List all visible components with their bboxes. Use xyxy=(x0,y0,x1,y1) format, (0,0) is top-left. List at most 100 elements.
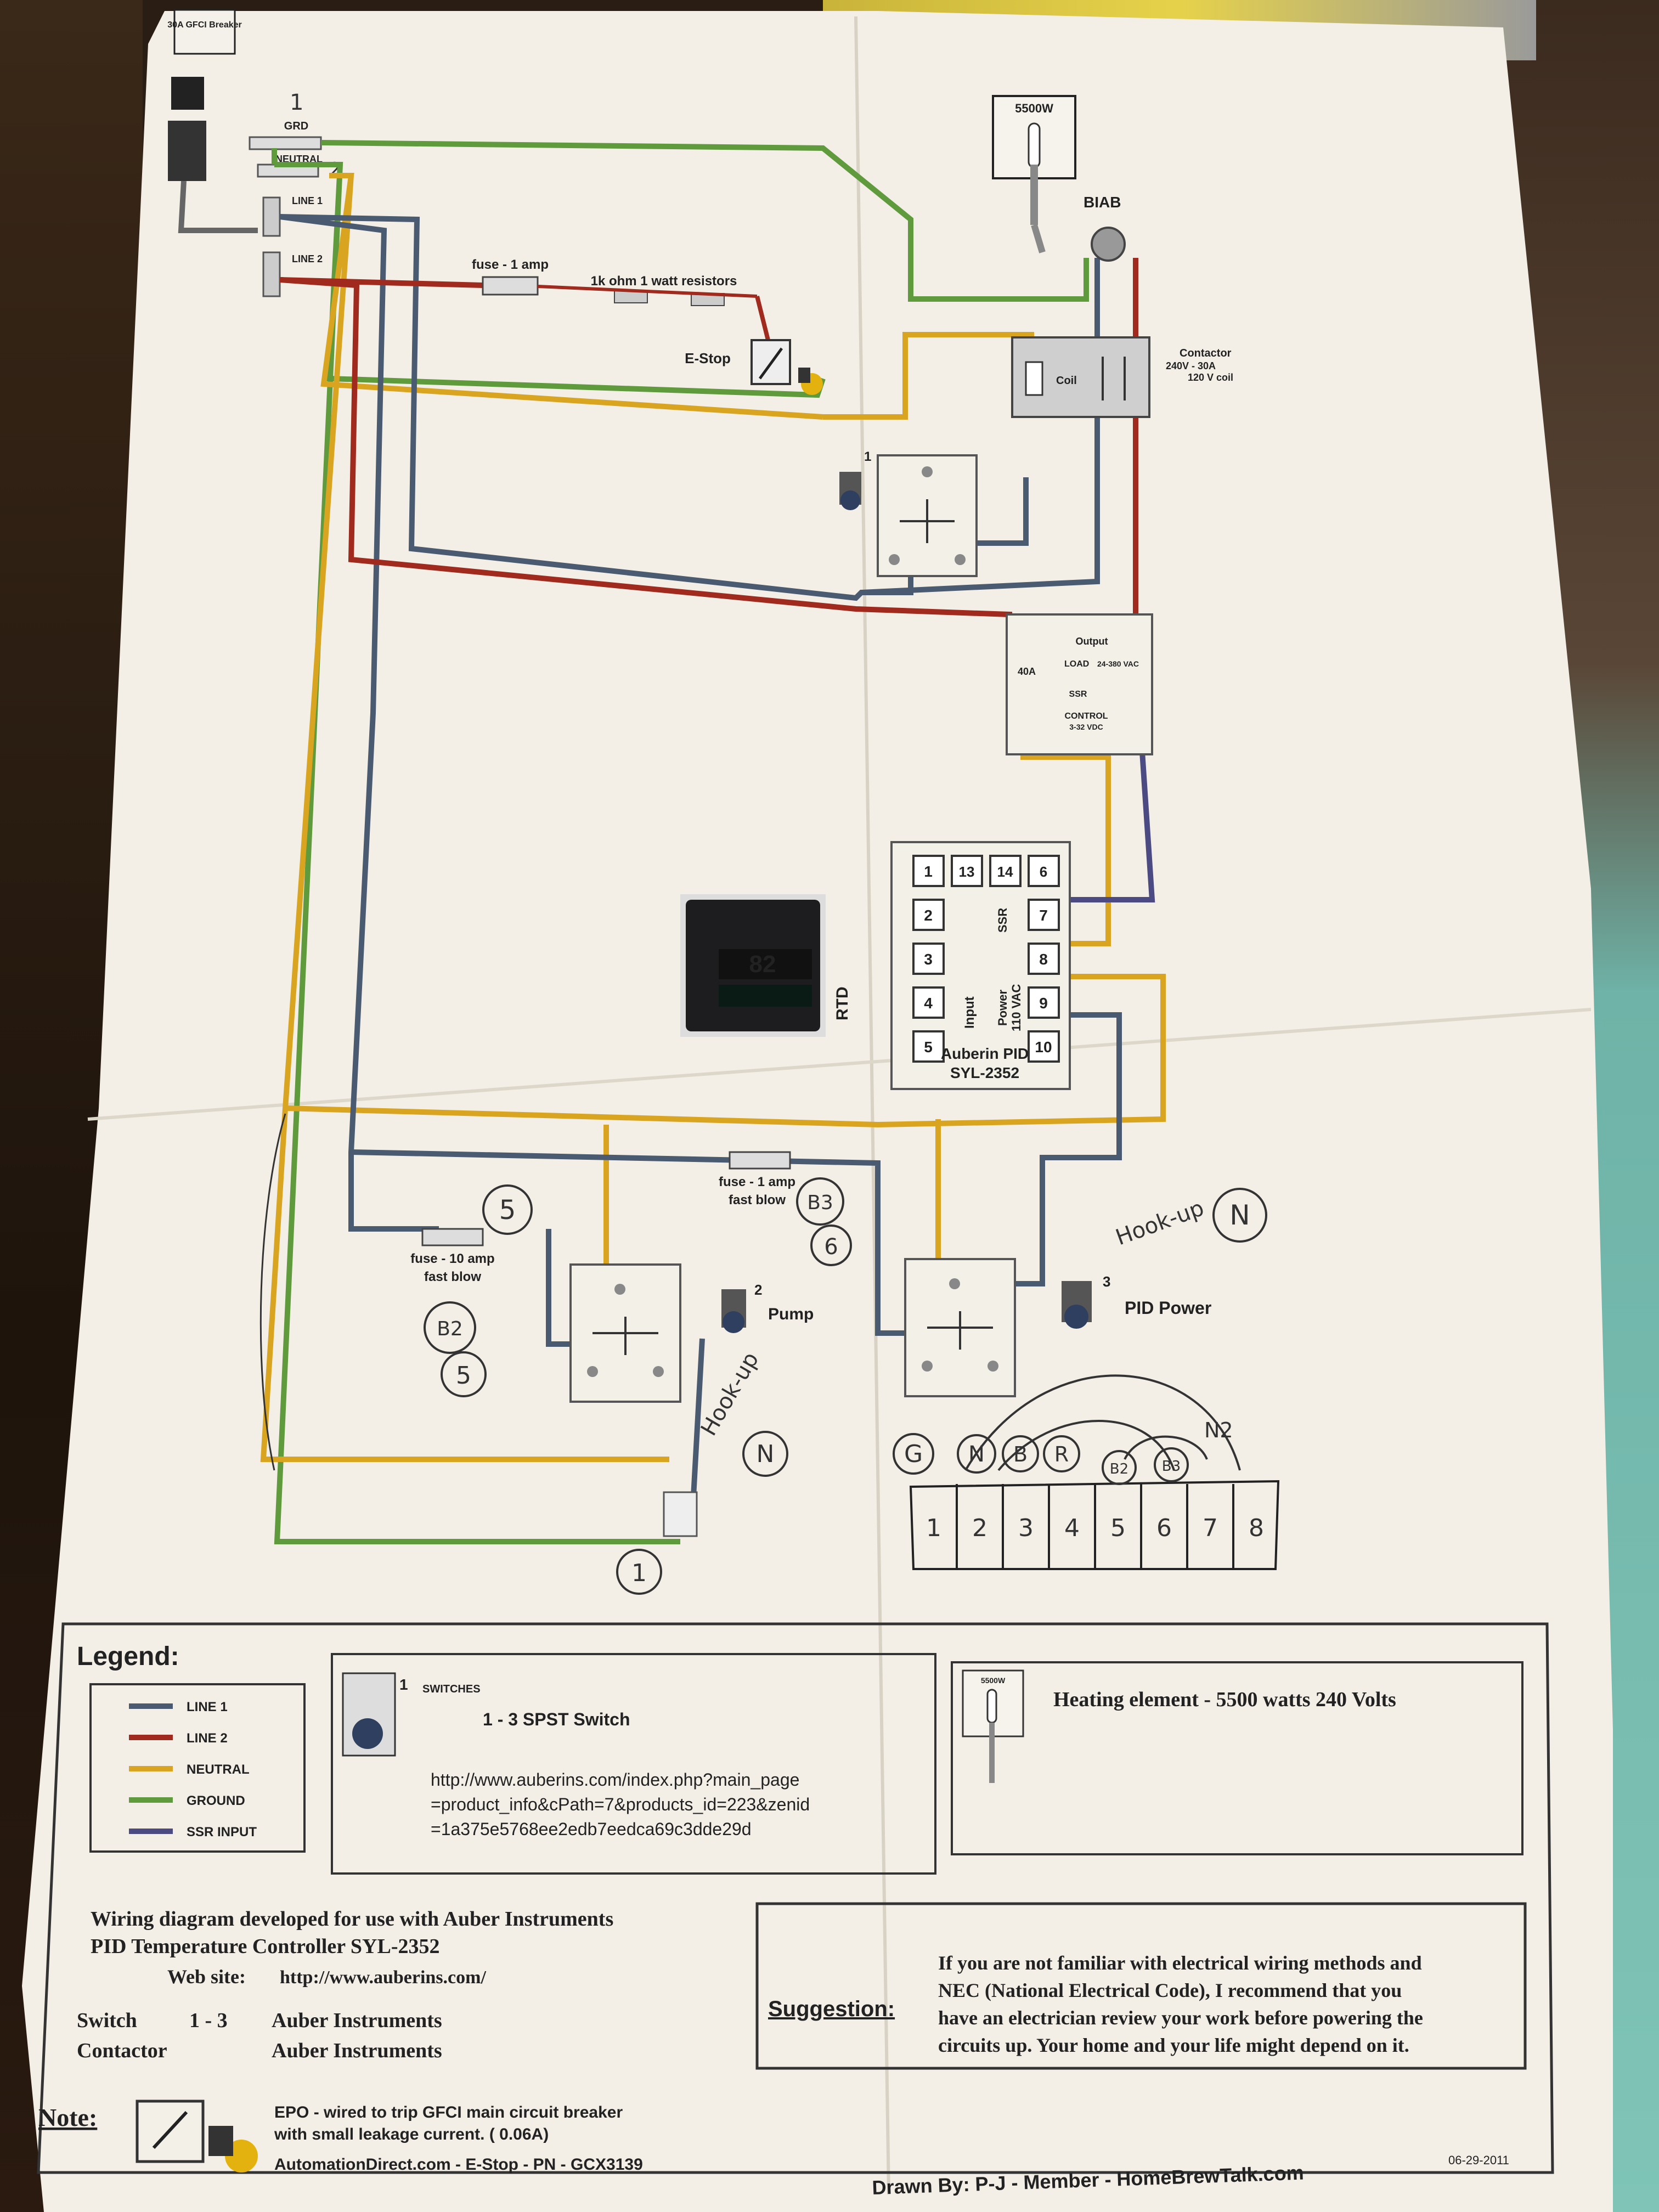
note-block: Note: EPO - wired to trip GFCI main circ… xyxy=(38,2100,643,2174)
svg-text:5500W: 5500W xyxy=(981,1676,1006,1685)
pid-photo: 82 xyxy=(680,894,826,1037)
svg-text:SSR: SSR xyxy=(1069,690,1087,699)
wire-neutral-switches xyxy=(603,1119,941,1284)
estop-label: E-Stop xyxy=(685,350,731,366)
svg-text:B3: B3 xyxy=(807,1192,833,1214)
fuse-1amp-mid: fuse - 1 amp fast blow xyxy=(719,1151,795,1207)
pid-terminal-label: 14 xyxy=(997,864,1013,880)
svg-text:SSR: SSR xyxy=(996,908,1009,933)
wire-neutral-ssr xyxy=(1020,754,1111,946)
svg-text:R: R xyxy=(1054,1442,1069,1466)
svg-text:LOAD: LOAD xyxy=(1064,659,1089,669)
contactor: Coil Contactor 240V - 30A 120 V coil xyxy=(1011,336,1233,418)
svg-text:If you are not familiar with e: If you are not familiar with electrical … xyxy=(938,1952,1422,1974)
line1-label: LINE 1 xyxy=(292,195,323,206)
drawn-date: 06-29-2011 xyxy=(1448,2153,1509,2167)
wire-neutral-main xyxy=(260,173,823,1462)
contactor-label: Contactor xyxy=(1180,347,1232,359)
footer: Drawn By: P-J - Member - HomeBrewTalk.co… xyxy=(872,2153,1509,2199)
legend-item-label: GROUND xyxy=(187,1793,245,1808)
svg-text:Suggestion:: Suggestion: xyxy=(768,1997,895,2021)
pid-terminal-3 xyxy=(912,943,945,975)
element-plug-icon xyxy=(1091,227,1126,262)
pid-terminal-4 xyxy=(912,986,945,1019)
terminal-block-cell: 7 xyxy=(1203,1514,1218,1542)
heating-element-icon xyxy=(1028,122,1041,168)
svg-text:Input: Input xyxy=(962,996,977,1029)
fold-line-vertical xyxy=(854,16,890,2195)
svg-text:fast blow: fast blow xyxy=(424,1269,481,1284)
pid-terminal-label: 7 xyxy=(1039,907,1048,924)
note-estop-icon xyxy=(152,2111,188,2149)
pid-terminal-label: 6 xyxy=(1040,864,1047,880)
legend-switch-icon xyxy=(352,1718,383,1749)
terminal-block-cell: 4 xyxy=(1064,1514,1080,1542)
fuse-top: fuse - 1 amp xyxy=(472,257,549,296)
pid-model: SYL-2352 xyxy=(950,1064,1019,1081)
pump-label: Pump xyxy=(768,1305,814,1323)
svg-text:B2: B2 xyxy=(437,1318,463,1340)
svg-text:G: G xyxy=(904,1440,923,1468)
pid-terminal-5 xyxy=(912,1030,945,1063)
switch-3-pid-power: 3 PID Power xyxy=(904,1258,1211,1397)
pid-display: 82 xyxy=(749,951,776,978)
svg-text:1: 1 xyxy=(399,1676,408,1693)
pid-terminal-13 xyxy=(951,855,983,887)
drawn-by: Drawn By: P-J - Member - HomeBrewTalk.co… xyxy=(872,2162,1304,2199)
svg-text:6: 6 xyxy=(824,1234,838,1260)
svg-text:Auber Instruments: Auber Instruments xyxy=(272,2009,442,2032)
legend-title: Legend: xyxy=(77,1642,179,1671)
svg-text:Contactor: Contactor xyxy=(77,2039,167,2062)
wire-line2-estop xyxy=(755,296,770,341)
svg-text:3-32 VDC: 3-32 VDC xyxy=(1069,723,1103,731)
pid-terminal-label: 3 xyxy=(924,951,933,968)
wire-neutral-pid xyxy=(285,974,1166,1128)
legend-item-label: LINE 1 xyxy=(187,1700,228,1714)
pid-power-label: PID Power xyxy=(1125,1298,1211,1318)
svg-text:CONTROL: CONTROL xyxy=(1064,712,1108,721)
wire-pid-power xyxy=(1015,1012,1122,1286)
pid-terminal-7 xyxy=(1028,899,1060,931)
svg-text:Heating element - 5500 watts 2: Heating element - 5500 watts 240 Volts xyxy=(1053,1688,1396,1711)
breaker-label: 30A GFCI Breaker xyxy=(167,20,241,30)
pid-terminal-10 xyxy=(1028,1030,1060,1063)
resistors: 1k ohm 1 watt resistors xyxy=(537,274,758,306)
svg-text:Web site:: Web site: xyxy=(167,1966,246,1988)
pid-terminal-8 xyxy=(1028,943,1060,975)
resistor-label: 1k ohm 1 watt resistors xyxy=(591,274,737,289)
svg-text:fuse - 10 amp: fuse - 10 amp xyxy=(410,1251,494,1266)
pump-outlet xyxy=(663,1491,698,1537)
svg-text:5: 5 xyxy=(456,1362,471,1390)
svg-text:fast blow: fast blow xyxy=(729,1193,786,1207)
terminal-block-cell: 5 xyxy=(1110,1514,1126,1542)
suggestion-box: Suggestion: If you are not familiar with… xyxy=(755,1902,1527,2070)
pid-terminal-label: 1 xyxy=(924,863,933,880)
pid-terminal-1 xyxy=(912,855,945,887)
coil-label: Coil xyxy=(1056,375,1077,387)
svg-text:Hook-up: Hook-up xyxy=(1113,1195,1207,1250)
svg-text:110 VAC: 110 VAC xyxy=(1009,984,1023,1031)
heating-element: 5500W BIAB xyxy=(992,95,1126,262)
svg-text:B3: B3 xyxy=(1162,1458,1181,1475)
pid-terminal-label: 5 xyxy=(924,1039,933,1056)
legend-item-label: NEUTRAL xyxy=(187,1762,250,1777)
fuse-top-label: fuse - 1 amp xyxy=(472,257,549,272)
svg-text:EPO - wired to trip GFCI main: EPO - wired to trip GFCI main circuit br… xyxy=(274,2103,623,2121)
svg-text:Hook-up: Hook-up xyxy=(696,1348,764,1440)
line2-label: LINE 2 xyxy=(292,253,323,264)
svg-text:1: 1 xyxy=(631,1559,647,1587)
pid-terminal-label: 8 xyxy=(1039,951,1048,968)
svg-text:=product_info&cPath=7&products: =product_info&cPath=7&products_id=223&ze… xyxy=(431,1795,810,1814)
svg-text:N: N xyxy=(968,1442,985,1467)
svg-text:circuits up. Your home and you: circuits up. Your home and your life mig… xyxy=(938,2034,1409,2056)
terminal-block-cell: 3 xyxy=(1018,1514,1034,1542)
gfci-breaker: 30A GFCI Breaker xyxy=(167,9,258,233)
svg-text:Power: Power xyxy=(996,990,1009,1026)
svg-text:Output: Output xyxy=(1076,636,1108,647)
svg-text:PID Temperature Controller SYL: PID Temperature Controller SYL-2352 xyxy=(91,1935,439,1958)
wire-line1-main xyxy=(279,214,913,1232)
terminal-block-cell: 8 xyxy=(1249,1514,1264,1542)
ssr: Output 40A LOAD 24-380 VAC SSR CONTROL 3… xyxy=(1006,613,1153,755)
switch-1: 1 xyxy=(839,449,978,577)
svg-text:=1a375e5768ee2edb7eedca69c3dde: =1a375e5768ee2edb7eedca69c3dde29d xyxy=(431,1819,752,1839)
